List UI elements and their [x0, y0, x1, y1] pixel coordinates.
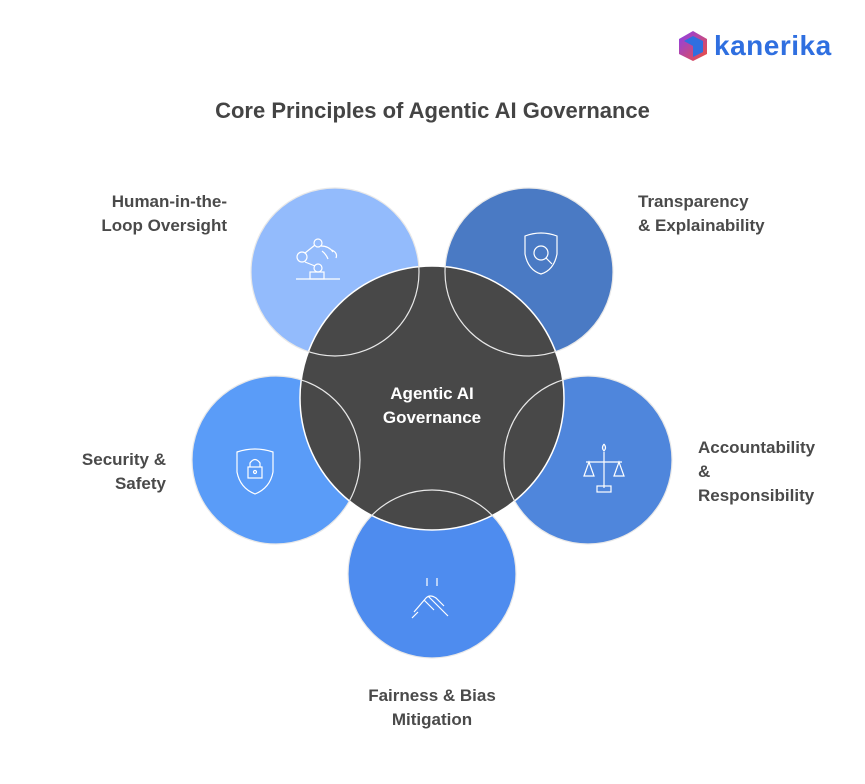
- center-label-line2: Governance: [382, 408, 482, 427]
- shield-lock-icon: [236, 448, 274, 495]
- center-label-line1: Agentic AI: [390, 384, 474, 403]
- label-transparency: Transparency & Explainability: [638, 190, 765, 238]
- center-label: Agentic AI Governance: [332, 382, 532, 430]
- label-security: Security & Safety: [82, 448, 166, 496]
- label-line: &: [698, 462, 711, 481]
- label-line: Safety: [114, 474, 166, 493]
- label-human-oversight: Human-in-the- Loop Oversight: [101, 190, 227, 238]
- kanerika-logo: kanerika: [678, 30, 832, 62]
- label-line: Responsibility: [698, 486, 815, 505]
- label-accountability: Accountability & Responsibility: [698, 436, 815, 508]
- center-circle: [299, 265, 565, 531]
- cube-logo-icon: [679, 31, 707, 61]
- circle-fairness: [348, 490, 516, 658]
- label-line: Mitigation: [391, 710, 473, 729]
- robot-arm-icon: [296, 238, 340, 280]
- scales-icon: [583, 443, 625, 493]
- label-line: & Explainability: [638, 216, 765, 235]
- label-line: Accountability: [698, 438, 816, 457]
- label-line: Fairness & Bias: [368, 686, 496, 705]
- logo-text: kanerika: [714, 30, 832, 61]
- label-fairness: Fairness & Bias Mitigation: [282, 684, 582, 732]
- page-title: Core Principles of Agentic AI Governance: [215, 98, 650, 123]
- shield-search-icon: [524, 232, 558, 275]
- label-line: Human-in-the-: [111, 192, 227, 211]
- label-line: Transparency: [638, 192, 749, 211]
- label-line: Loop Oversight: [101, 216, 227, 235]
- label-line: Security &: [81, 450, 166, 469]
- handshake-icon: [411, 578, 449, 619]
